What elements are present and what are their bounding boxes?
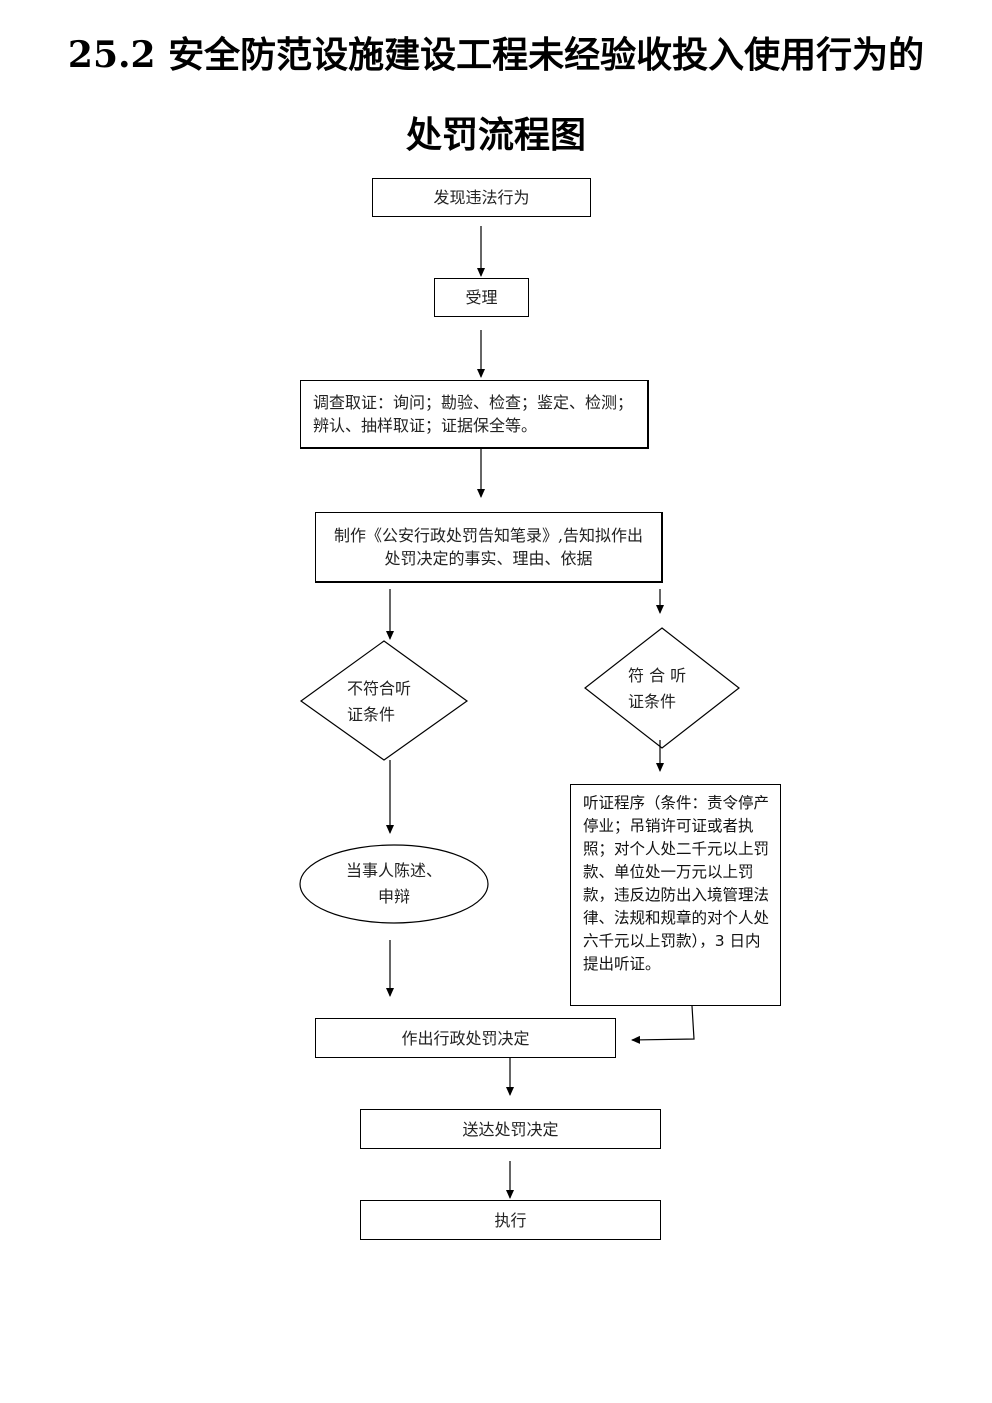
node-decision-label: 作出行政处罚决定: [401, 1028, 530, 1048]
node-statement-label: 当事人陈述、申辩: [345, 861, 442, 906]
node-deliver: 送达处罚决定: [360, 1109, 661, 1149]
node-execute: 执行: [360, 1200, 661, 1240]
node-hearing-label: 听证程序（条件：责令停产停业；吊销许可证或者执照；对个人处二千元以上罚款、单位处…: [583, 794, 770, 973]
node-hearing-box: [570, 784, 781, 1006]
diamond-eligible: [584, 627, 740, 749]
node-investigate-label: 调查取证：询问；勘验、检查；鉴定、检测；辨认、抽样取证；证据保全等。: [313, 393, 634, 435]
arrow-hearing-to-decision: [631, 1005, 695, 1044]
ellipse-statement: [299, 844, 489, 924]
node-discover-label: 发现违法行为: [433, 188, 530, 207]
node-eligible-label: 符 合 听 证条件: [628, 666, 687, 711]
node-investigate: 调查取证：询问；勘验、检查；鉴定、检测；辨认、抽样取证；证据保全等。: [300, 380, 649, 449]
node-notify: 制作《公安行政处罚告知笔录》,告知拟作出处罚决定的事实、理由、依据: [315, 512, 663, 583]
node-discover: 发现违法行为: [372, 178, 591, 217]
node-deliver-label: 送达处罚决定: [462, 1119, 559, 1139]
diamond-not-eligible: [299, 640, 469, 761]
page-title-line-2: 处罚流程图: [405, 114, 586, 156]
node-notify-label: 制作《公安行政处罚告知笔录》,告知拟作出处罚决定的事实、理由、依据: [333, 526, 644, 568]
page-title-line-1: 25.2 安全防范设施建设工程未经验收投入使用行为的: [67, 34, 925, 76]
node-not-eligible-label: 不符合听证条件: [347, 679, 412, 724]
node-accept: 受理: [434, 278, 529, 317]
node-accept-label: 受理: [465, 288, 498, 307]
node-execute-label: 执行: [494, 1210, 527, 1230]
node-decision: 作出行政处罚决定: [315, 1018, 616, 1058]
